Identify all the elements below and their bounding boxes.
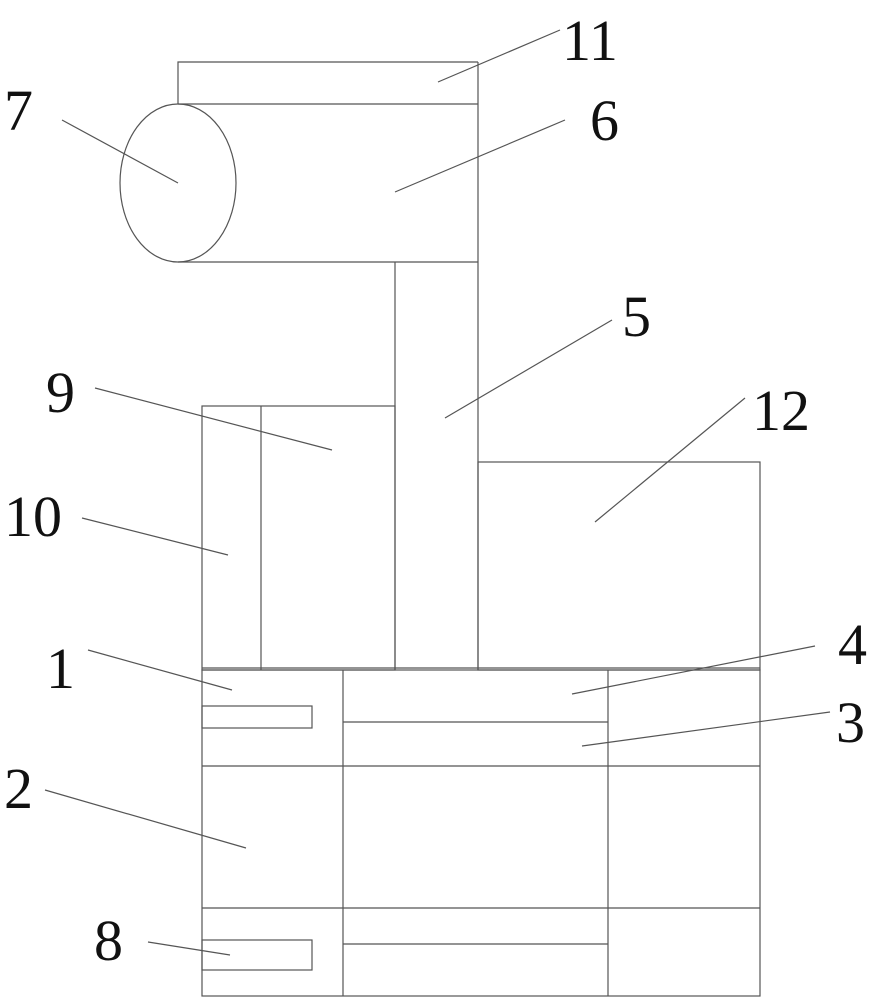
base-outline: [202, 670, 760, 996]
leader-12: [595, 398, 745, 522]
leader-6: [395, 120, 565, 192]
base-housing: [202, 668, 760, 996]
column-part-5: [395, 62, 478, 670]
label-12: 12: [752, 378, 810, 443]
label-8: 8: [94, 908, 123, 973]
leader-9: [95, 388, 332, 450]
box-part-9: [202, 406, 395, 670]
cap-part-11: [178, 62, 478, 104]
box-part-12: [478, 462, 760, 670]
label-5: 5: [622, 284, 651, 349]
leader-8: [148, 942, 230, 955]
label-11: 11: [562, 8, 618, 73]
left-box: [202, 406, 395, 670]
label-4: 4: [838, 612, 867, 677]
label-1: 1: [46, 636, 75, 701]
slot-part-8: [202, 940, 312, 970]
leader-5: [445, 320, 612, 418]
label-3: 3: [836, 690, 865, 755]
leader-lines: [45, 30, 830, 955]
leader-10: [82, 518, 228, 555]
leader-11: [438, 30, 560, 82]
label-6: 6: [590, 88, 619, 153]
label-9: 9: [46, 360, 75, 425]
slot-part-1: [202, 706, 312, 728]
part-labels: 11 7 6 5 9 12 10 1 4 3 2 8: [4, 8, 867, 973]
label-7: 7: [4, 78, 33, 143]
leader-3: [582, 712, 830, 746]
label-2: 2: [4, 756, 33, 821]
leader-2: [45, 790, 246, 848]
label-10: 10: [4, 484, 62, 549]
